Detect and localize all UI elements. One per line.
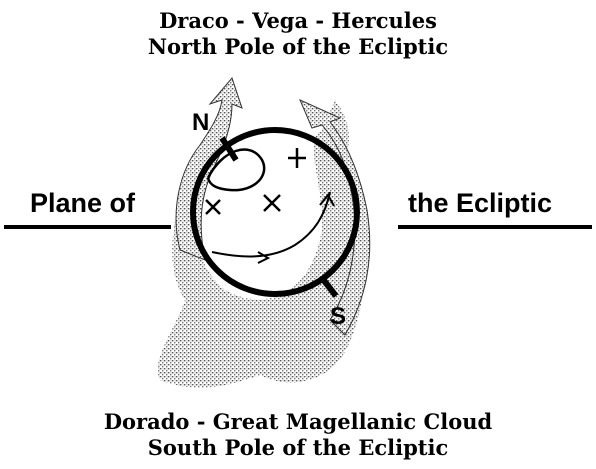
south-pole-caption: Dorado - Great Magellanic Cloud South Po…: [0, 409, 596, 461]
star-cross-2: [206, 200, 220, 214]
south-pole-label: S: [330, 303, 346, 330]
south-pole-title: South Pole of the Ecliptic: [0, 435, 596, 461]
inner-arrowhead-1: [258, 252, 268, 263]
north-pole-label: N: [192, 109, 209, 136]
star-cross-3: [264, 195, 280, 211]
left-swirl-arrow: [176, 78, 242, 260]
star-cross-1: [288, 148, 306, 168]
south-pole-constellations: Dorado - Great Magellanic Cloud: [0, 409, 596, 435]
